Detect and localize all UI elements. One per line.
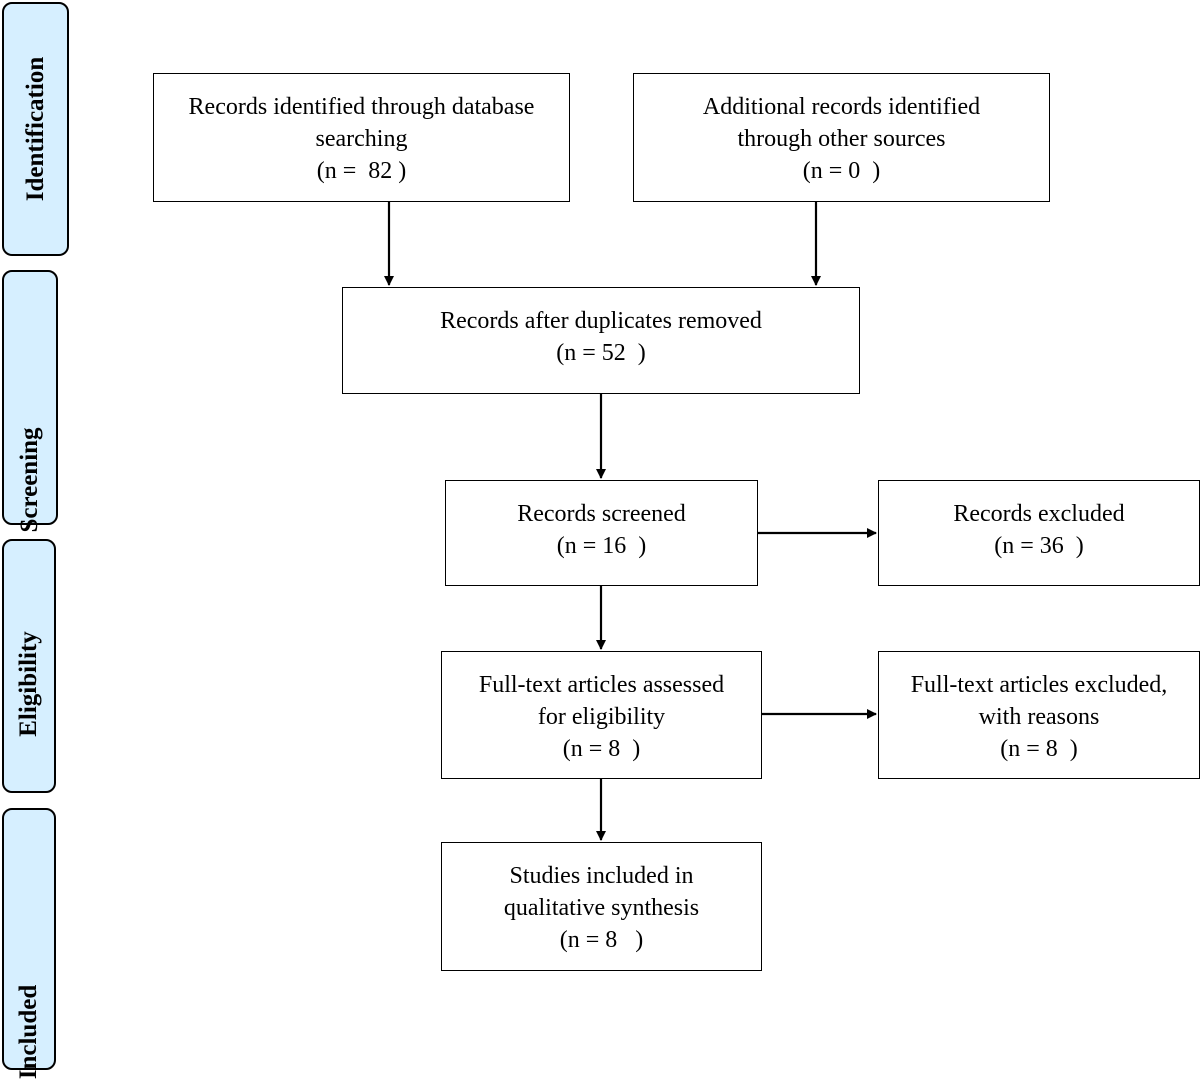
- box-count: (n = 16 ): [556, 533, 647, 559]
- box-count: (n = 36 ): [994, 533, 1084, 559]
- box-count: (n = 82 ): [316, 158, 407, 184]
- box-line: Full-text articles excluded,: [910, 672, 1168, 698]
- stage-identification: Identification: [2, 2, 69, 256]
- stage-eligibility: Eligibility: [2, 539, 56, 793]
- box-line: Records excluded: [953, 501, 1125, 527]
- box-line: Additional records identified: [702, 94, 981, 120]
- box-count: (n = 52 ): [556, 340, 646, 366]
- records-excluded-box: Records excluded (n = 36 ): [878, 480, 1200, 586]
- after-duplicates-box: Records after duplicates removed (n = 52…: [342, 287, 860, 394]
- box-count: (n = 8 ): [562, 736, 641, 762]
- box-line: Studies included in: [509, 863, 694, 889]
- fulltext-assessed-box: Full-text articles assessed for eligibil…: [441, 651, 762, 779]
- included-studies-box: Studies included in qualitative synthesi…: [441, 842, 762, 971]
- box-line: searching: [315, 126, 408, 152]
- box-count: (n = 0 ): [802, 158, 881, 184]
- box-line: Records screened: [517, 501, 686, 527]
- box-line: with reasons: [978, 704, 1100, 730]
- box-count: (n = 8 ): [559, 927, 644, 953]
- box-line: through other sources: [737, 126, 946, 152]
- box-line: Records identified through database: [188, 94, 535, 120]
- fulltext-excluded-box: Full-text articles excluded, with reason…: [878, 651, 1200, 779]
- stage-screening: Screening: [2, 270, 58, 533]
- box-line: qualitative synthesis: [503, 895, 700, 921]
- records-screened-box: Records screened (n = 16 ): [445, 480, 758, 586]
- box-count: (n = 8 ): [1000, 736, 1078, 762]
- database-search-box: Records identified through database sear…: [153, 73, 570, 202]
- box-line: for eligibility: [537, 704, 666, 730]
- other-sources-box: Additional records identified through ot…: [633, 73, 1050, 202]
- stage-included: Included: [2, 808, 56, 1079]
- box-line: Full-text articles assessed: [478, 672, 725, 698]
- box-line: Records after duplicates removed: [440, 308, 762, 334]
